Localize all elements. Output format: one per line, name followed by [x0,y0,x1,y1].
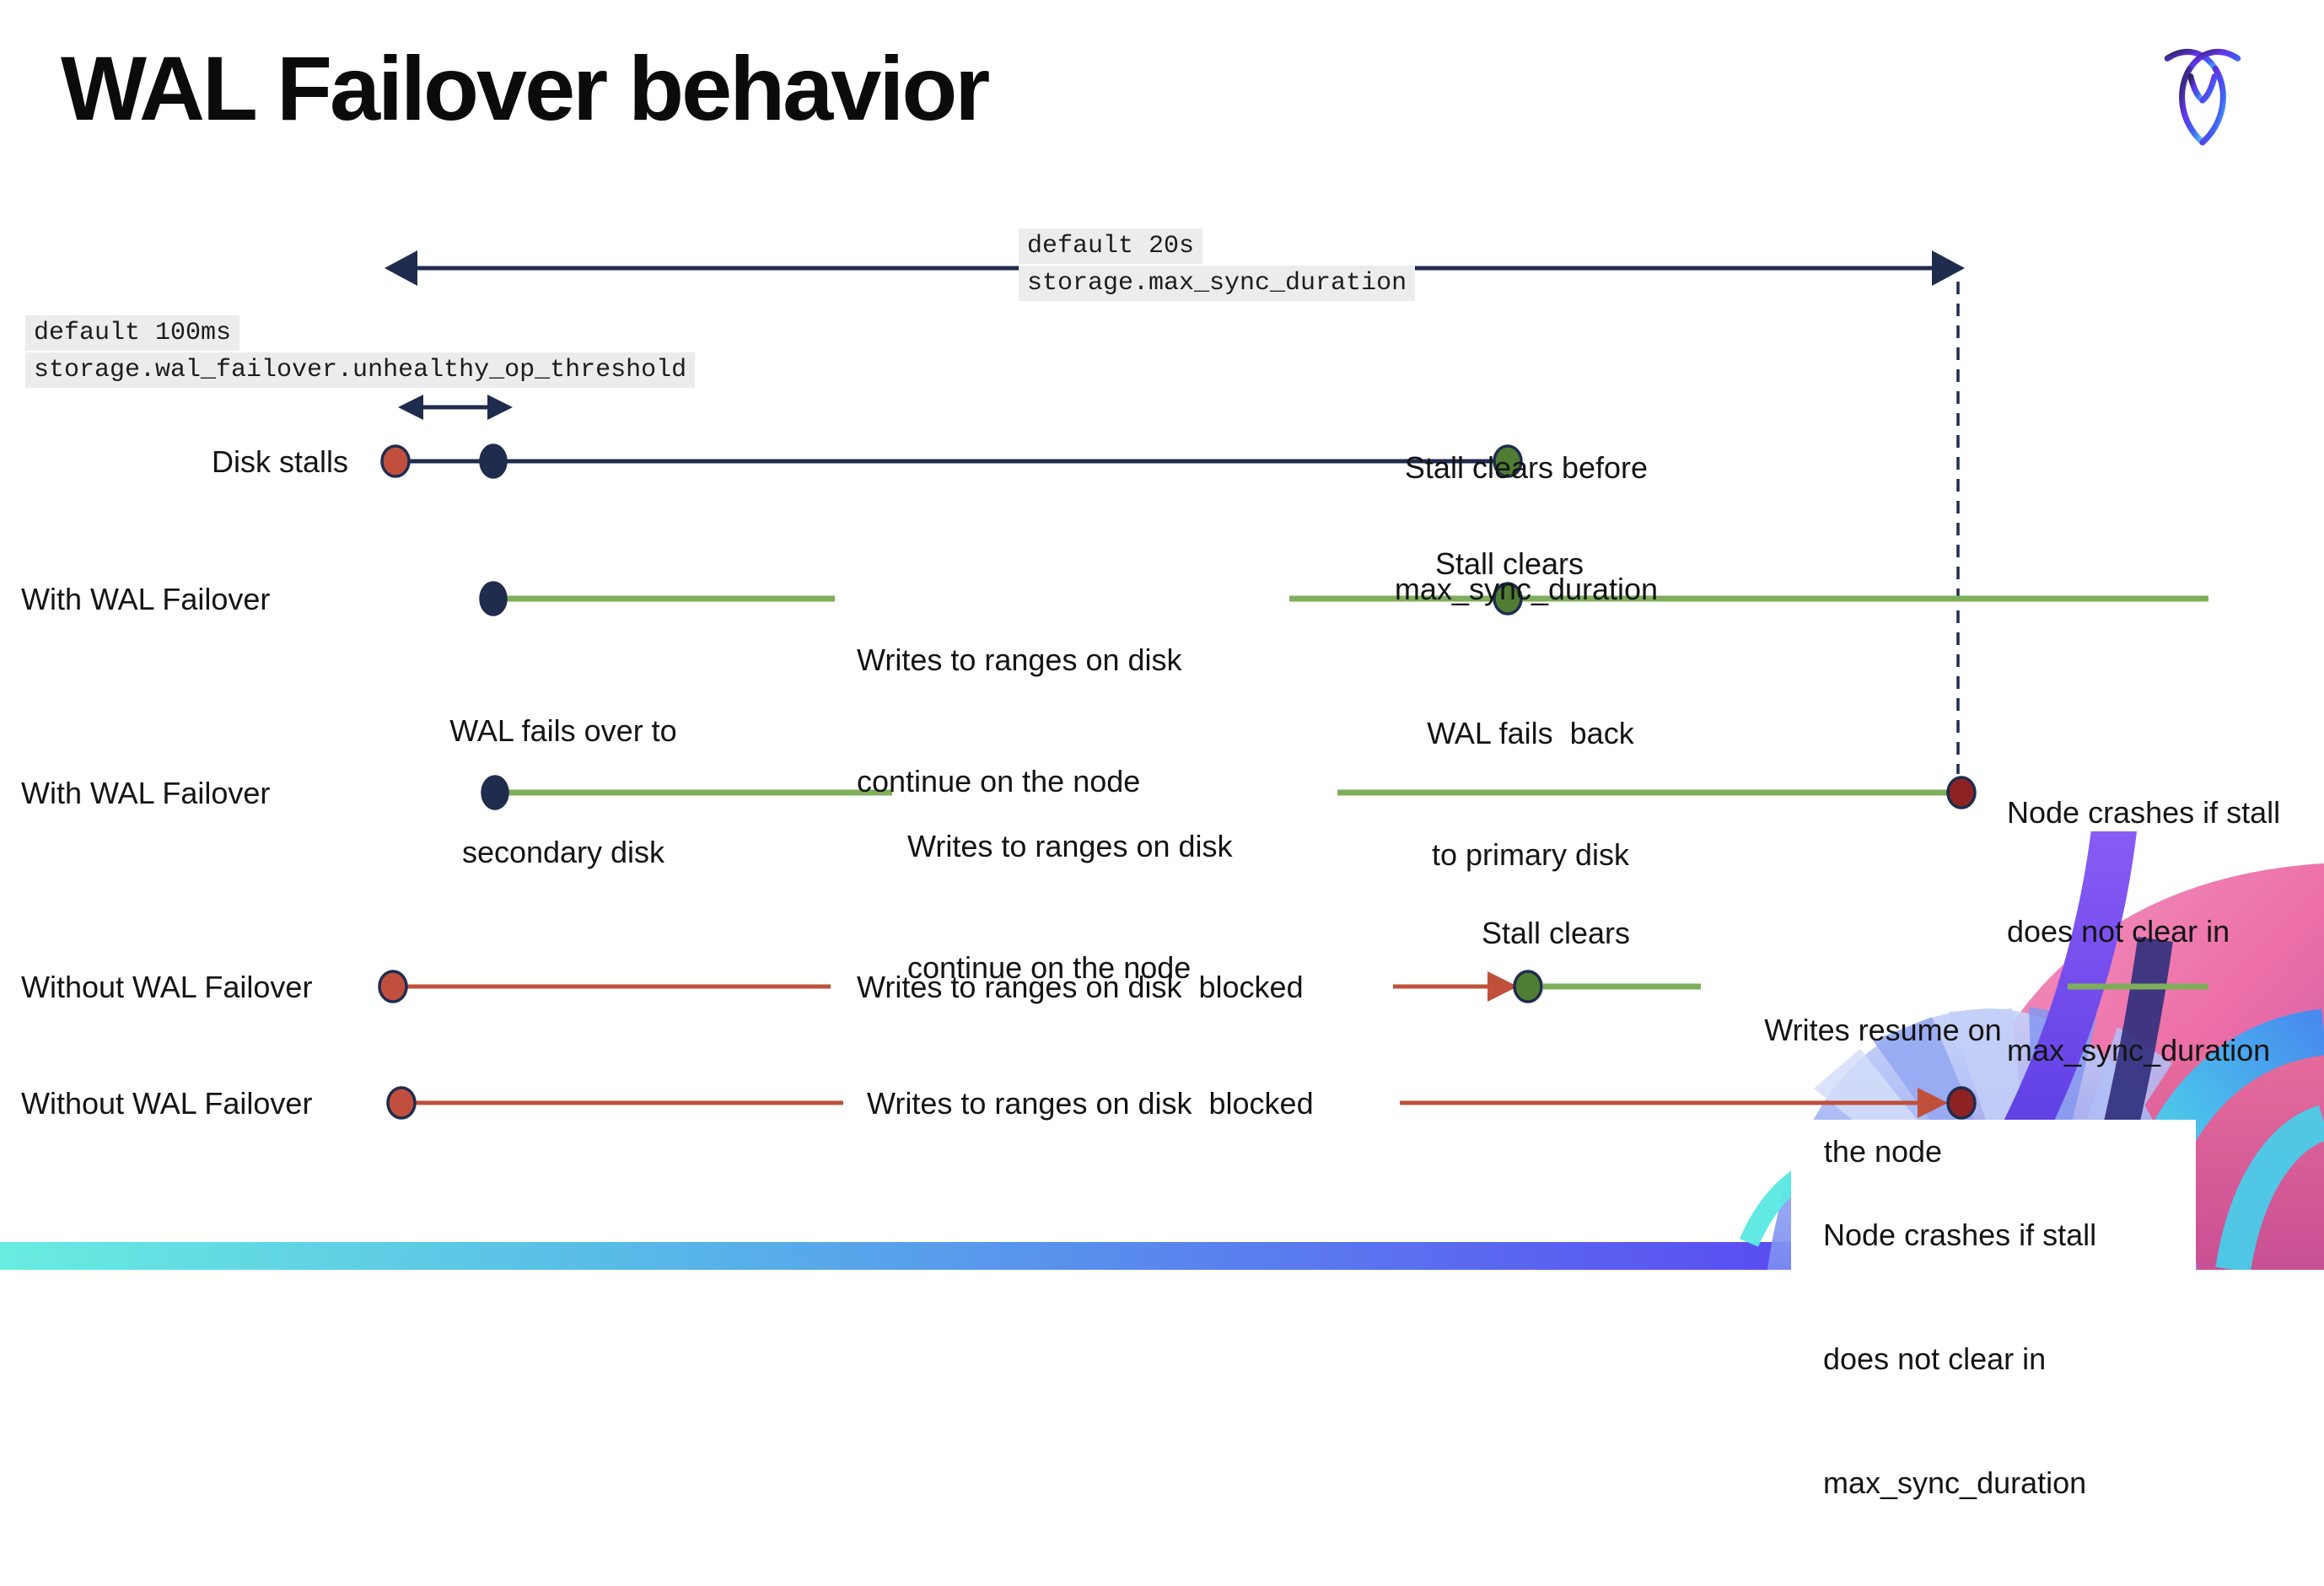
stall-clears-before-annotation: Stall clears before max_sync_duration [1394,450,1659,606]
stall-clears-annotation: Stall clears [1481,916,1631,950]
timeline-diagram [378,250,2208,1120]
crash-callout-line: does not clear in [1823,1341,2047,1376]
max-sync-setting-label: storage.max_sync_duration [1019,266,1416,301]
threshold-dot [479,444,508,479]
roach-wing [2187,73,2206,104]
writes-resume-annotation: Writes resume on the node [1764,1013,2002,1169]
writes-blocked-annotation: Writes to ranges on disk blocked [867,1086,1314,1121]
slide-wal-failover: { "title": "WAL Failover behavior", "log… [0,37,2324,1500]
roach-body [2199,65,2226,146]
writes-continue-annotation: Writes to ranges on disk continue on the… [857,642,1182,798]
node-crash-dot [1946,776,1977,809]
crash-callout-line: Node crashes if stall [1823,1218,2097,1252]
crash-callout-line: max_sync_duration [1823,1465,2087,1500]
node-crash-annotation: Node crashes if stall does not clear in … [2007,795,2281,1067]
row5-lines [415,1088,1948,1118]
failover-dot [481,775,509,810]
stall-clears-annotation: Stall clears [1434,546,1584,581]
roach-antenna [2186,49,2241,74]
failover-dot [479,581,508,616]
roach-wing [2199,73,2218,104]
max-sync-default-label: default 20s [1019,228,1203,264]
writes-continue-annotation: Writes to ranges on disk continue on the… [907,829,1233,985]
writes-blocked-annotation: Writes to ranges on disk blocked [857,970,1304,1004]
row-label-without-wal-failover: Without WAL Failover [21,1086,313,1121]
row-label-without-wal-failover: Without WAL Failover [21,970,313,1004]
stall-clear-dot [1513,970,1543,1003]
failover-annotation: WAL fails over to secondary disk [449,713,677,869]
art-teal-arch-small [2215,1105,2324,1270]
row-label-disk-stalls: Disk stalls [211,444,348,479]
stall-start-dot [378,970,408,1003]
roach-antenna [2164,49,2219,74]
row-label-with-wal-failover: With WAL Failover [21,582,271,616]
stall-start-dot [386,1086,417,1120]
blocked-arrowhead [1918,1088,1948,1118]
roach-body [2179,65,2206,146]
op-threshold-setting-label: storage.wal_failover.unhealthy_op_thresh… [25,352,696,388]
op-threshold-default-label: default 100ms [25,315,240,351]
stall-start-dot [380,444,411,478]
row-label-with-wal-failover: With WAL Failover [21,776,271,810]
blocked-arrowhead [1487,971,1518,1002]
stall-clear-dot [1493,444,1523,478]
node-crash-dot [1946,1086,1977,1120]
unhealthy-op-threshold-arrow [398,395,513,420]
page-title: WAL Failover behavior [61,37,990,139]
failback-annotation: WAL fails back to primary disk [1427,716,1634,872]
stall-clear-dot [1493,582,1523,616]
cockroachdb-logo-icon [2164,49,2241,146]
row4-lines [406,971,2208,1002]
